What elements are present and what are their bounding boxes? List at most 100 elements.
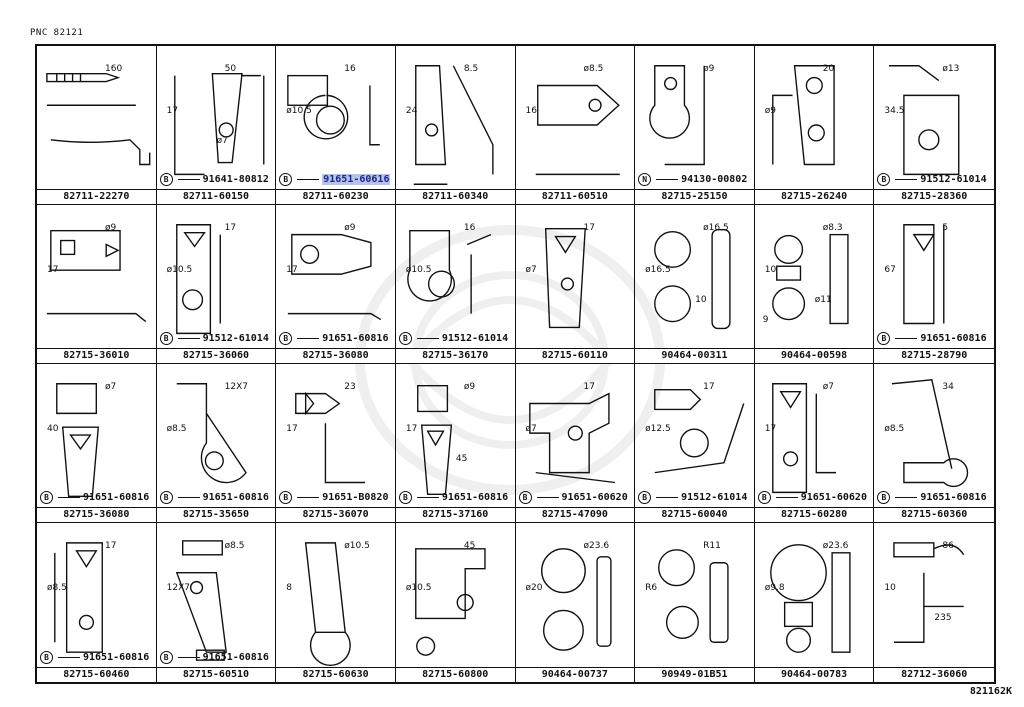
dimension-label: 160	[105, 64, 123, 74]
leader-line	[895, 178, 918, 180]
part-number[interactable]: 82715-60110	[515, 348, 635, 363]
part-number[interactable]: 82715-26240	[754, 189, 874, 204]
part-number[interactable]: 90464-00598	[754, 348, 874, 363]
sub-part-number[interactable]: 91651-60816	[322, 332, 389, 344]
sub-part-number[interactable]: 91651-60816	[202, 651, 269, 663]
part-number[interactable]: 82715-36170	[395, 348, 515, 363]
leader-line	[656, 496, 679, 498]
part-number[interactable]: 82711-22270	[37, 189, 156, 204]
part-number[interactable]: 82711-60340	[395, 189, 515, 204]
leader-line	[177, 496, 200, 498]
dimension-label: R11	[703, 541, 721, 551]
sub-part-number[interactable]: 91651-60816	[441, 491, 509, 503]
dimension-label: 24	[405, 106, 418, 116]
part-number[interactable]: 82711-60510	[515, 189, 635, 204]
sub-part-number[interactable]: 91512-61014	[202, 332, 269, 344]
sub-part-number[interactable]: 91651-60816	[83, 491, 150, 503]
part-number[interactable]: 82715-60800	[395, 667, 515, 682]
part-drawing	[654, 388, 745, 474]
sub-part-number[interactable]: 91512-61014	[920, 173, 987, 185]
callout-mark-icon: B	[638, 490, 652, 504]
part-number[interactable]: 90464-00737	[515, 667, 635, 682]
part-number[interactable]: 82715-36060	[156, 348, 276, 363]
callout-mark-icon: B	[877, 490, 891, 504]
part-drawing	[175, 224, 221, 335]
part-number[interactable]: 82715-60630	[276, 667, 395, 682]
sub-part-number[interactable]: 91512-61014	[681, 491, 748, 503]
sub-part-number[interactable]: 91651-60616	[322, 173, 391, 185]
part-number[interactable]: 82711-60230	[276, 189, 395, 204]
dimension-label: 34.5	[884, 106, 905, 116]
part-drawing	[893, 542, 965, 643]
part-number[interactable]: 82715-60360	[874, 507, 994, 522]
part-number[interactable]: 82712-36060	[874, 667, 994, 682]
part-number[interactable]: 90464-00311	[635, 348, 754, 363]
dimension-label: 12X7	[166, 583, 190, 593]
part-drawing	[175, 540, 227, 661]
part-drawing	[649, 65, 706, 166]
sub-part-number[interactable]: 91651-60816	[920, 332, 987, 344]
dimension-label: 17	[47, 265, 59, 275]
part-drawing	[46, 229, 147, 323]
dimension-label: 23	[344, 382, 356, 392]
sub-part-number[interactable]: 91651-60816	[83, 651, 150, 663]
leader-line	[58, 496, 80, 498]
sub-part-number[interactable]: 91651-60620	[561, 491, 628, 503]
sub-part-number[interactable]: 91651-B0820	[322, 491, 389, 503]
dimension-label: ø8.5	[884, 424, 905, 434]
part-number[interactable]: 90949-01B51	[635, 667, 754, 682]
part-number[interactable]: 82715-37160	[395, 507, 515, 522]
part-drawing	[535, 84, 620, 176]
sub-part-number[interactable]: 91651-60816	[920, 491, 987, 503]
part-number[interactable]: 82715-36080	[276, 348, 395, 363]
part-number[interactable]: 82715-28790	[874, 348, 994, 363]
sub-part-number[interactable]: 91651-60620	[800, 491, 867, 503]
dimension-label: 10	[884, 583, 896, 593]
dimension-label: 40	[47, 424, 59, 434]
part-drawing	[288, 233, 382, 321]
callout-mark-icon: B	[757, 490, 771, 504]
sub-part-number[interactable]: 94130-00802	[681, 173, 748, 185]
part-drawing	[771, 383, 836, 494]
part-number[interactable]: 82715-28360	[874, 189, 994, 204]
sub-part-number[interactable]: 91641-80812	[202, 173, 269, 185]
part-number[interactable]: 90464-00783	[754, 667, 874, 682]
sub-part-number[interactable]: 91512-61014	[441, 332, 509, 344]
part-number[interactable]: 82711-60150	[156, 189, 276, 204]
sub-part-number[interactable]: 91651-60816	[202, 491, 269, 503]
dimension-label: 10	[695, 295, 707, 305]
dimension-label: ø12.5	[645, 424, 671, 434]
part-number[interactable]: 82715-60460	[37, 667, 156, 682]
part-number[interactable]: 82715-60040	[635, 507, 754, 522]
dimension-label: 16	[525, 106, 537, 116]
dimension-label: ø8.5	[47, 583, 67, 593]
part-number[interactable]: 82715-36080	[37, 507, 156, 522]
part-number[interactable]: 82715-60510	[156, 667, 276, 682]
sub-part-callout: B 91512-61014	[638, 490, 752, 504]
part-number[interactable]: 82715-47090	[515, 507, 635, 522]
part-drawing	[769, 544, 851, 653]
dimension-label: ø9	[764, 106, 776, 116]
part-number[interactable]: 82715-25150	[635, 189, 754, 204]
part-number[interactable]: 82715-35650	[156, 507, 276, 522]
dimension-label: 17	[583, 382, 595, 392]
part-number[interactable]: 82715-60280	[754, 507, 874, 522]
dimension-label: 20	[822, 64, 835, 74]
part-number[interactable]: 82715-36010	[37, 348, 156, 363]
callout-mark-icon: B	[279, 331, 293, 345]
part-number[interactable]: 82715-36070	[276, 507, 395, 522]
